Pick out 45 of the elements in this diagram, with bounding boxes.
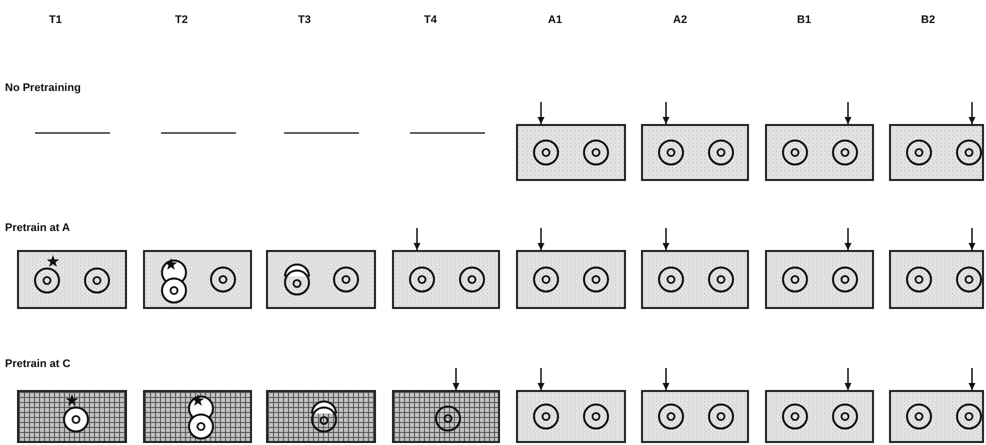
arena-box — [641, 124, 749, 181]
arena-box — [392, 390, 500, 443]
arena-box — [889, 250, 984, 309]
arena-box — [641, 250, 749, 309]
column-header: T1 — [49, 14, 62, 26]
arena-box — [516, 124, 626, 181]
arrow — [538, 228, 544, 250]
arena-box — [889, 390, 984, 443]
column-header: A2 — [673, 14, 688, 26]
arena-box — [17, 390, 127, 443]
arrow — [662, 102, 670, 124]
arrow — [844, 228, 852, 250]
arena-box — [143, 250, 252, 309]
row-label: Pretrain at A — [5, 222, 70, 234]
arrow — [662, 228, 670, 250]
column-header: T2 — [175, 14, 188, 26]
arrow — [844, 368, 852, 390]
column-header: T4 — [424, 14, 437, 26]
arrow — [662, 368, 670, 390]
column-header: B2 — [921, 14, 936, 26]
arena-box — [641, 390, 749, 443]
arena-box — [392, 250, 500, 309]
arrow — [844, 102, 852, 124]
arrow — [538, 368, 544, 390]
arrow — [452, 368, 460, 390]
arena-box — [765, 390, 874, 443]
arena-box — [516, 250, 626, 309]
arena-box — [266, 250, 376, 309]
arrow — [968, 102, 976, 124]
row-label: No Pretraining — [5, 82, 81, 94]
column-header: B1 — [797, 14, 812, 26]
arena-box — [765, 250, 874, 309]
arrow — [538, 102, 544, 124]
arena-box — [765, 124, 874, 181]
arena-box — [143, 390, 252, 443]
arrow — [414, 228, 420, 250]
row-label: Pretrain at C — [5, 358, 70, 370]
arena-box — [889, 124, 984, 181]
arena-box — [516, 390, 626, 443]
column-header: T3 — [298, 14, 311, 26]
arrow — [968, 228, 976, 250]
arena-box — [266, 390, 376, 443]
arrow — [968, 368, 976, 390]
column-header: A1 — [548, 14, 562, 26]
arena-box — [17, 250, 127, 309]
